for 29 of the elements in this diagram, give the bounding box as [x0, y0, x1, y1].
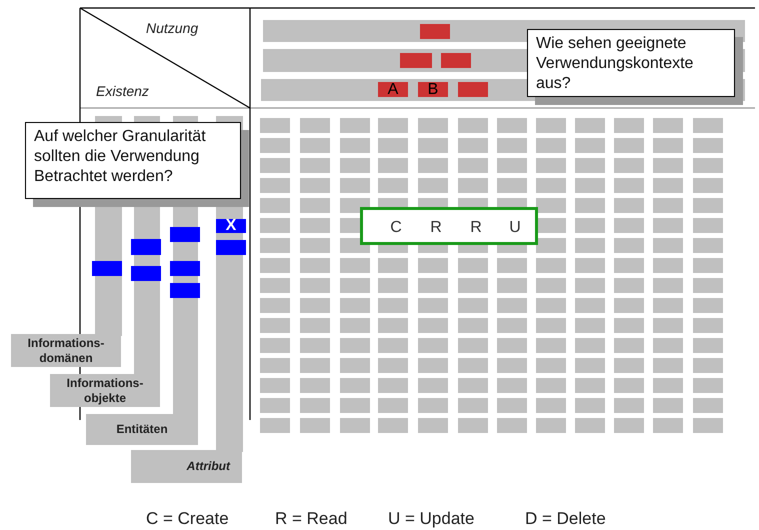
legend-text: D = Delete — [525, 508, 606, 530]
usage-marker: B — [418, 82, 448, 97]
legend-text: C = Create — [146, 508, 229, 530]
granularity-marker: X — [216, 219, 246, 233]
highlight-frame — [360, 207, 538, 245]
granularity-marker — [170, 227, 200, 242]
granularity-marker — [131, 266, 161, 281]
axis-label: Existenz — [96, 82, 149, 101]
usage-marker — [458, 82, 488, 97]
level-label: Informations- domänen — [11, 334, 121, 367]
crud-code: R — [461, 220, 491, 236]
level-label: Entitäten — [86, 414, 198, 445]
usage-marker: A — [378, 82, 408, 97]
granularity-marker — [131, 239, 161, 255]
crud-code: U — [500, 220, 530, 236]
axis-label: Nutzung — [146, 19, 198, 38]
usage-marker — [400, 53, 432, 68]
granularity-marker — [92, 261, 122, 276]
granularity-marker — [170, 283, 200, 298]
usage-marker — [441, 53, 471, 68]
crud-code: R — [421, 220, 451, 236]
crud-code: C — [381, 220, 411, 236]
granularity-marker — [170, 261, 200, 276]
legend-text: U = Update — [388, 508, 474, 530]
usage-marker — [420, 24, 450, 39]
granularity-marker — [216, 240, 246, 255]
legend-text: R = Read — [275, 508, 348, 530]
level-label: Informations- objekte — [50, 374, 160, 407]
level-label: Attribut — [131, 450, 242, 483]
